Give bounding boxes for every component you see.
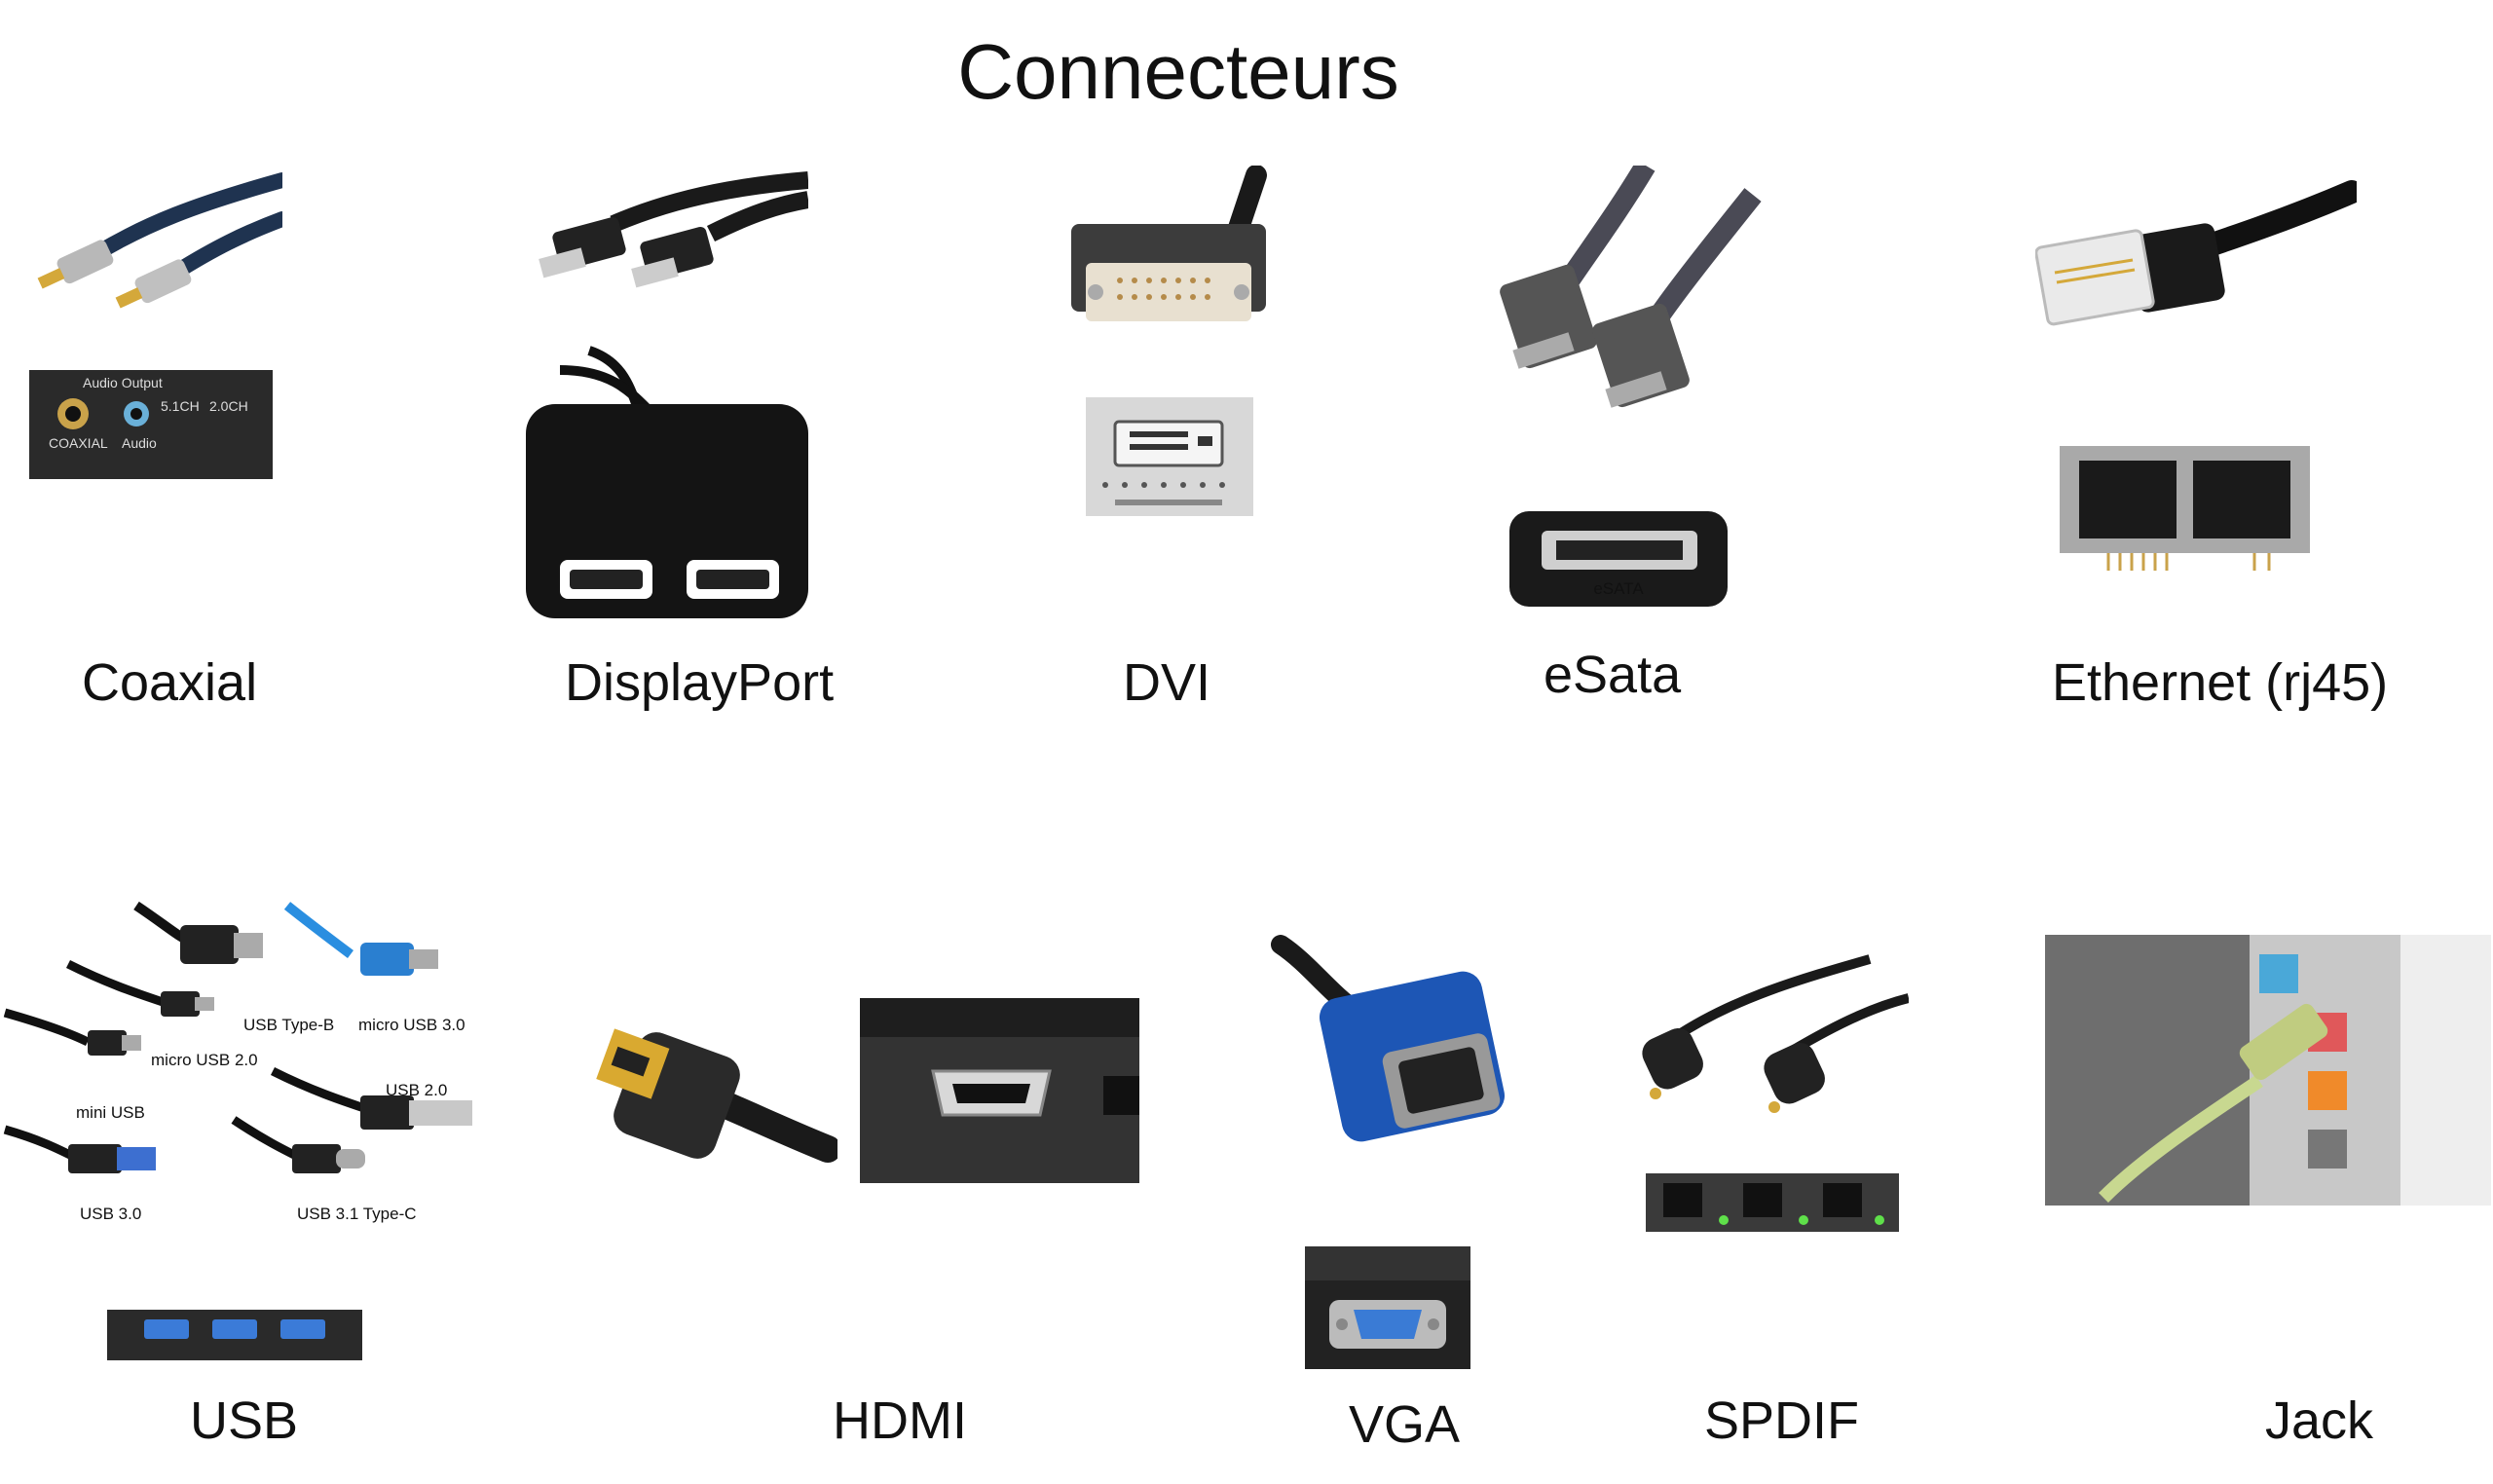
label-esata: eSata bbox=[1544, 646, 1682, 704]
spdif-port-image bbox=[1646, 1173, 1899, 1232]
ethernet-port-image bbox=[2060, 446, 2310, 573]
esata-port-image: eSATA bbox=[1507, 501, 1730, 609]
svg-text:USB 3.1 Type-C: USB 3.1 Type-C bbox=[297, 1205, 417, 1223]
dvi-cable-image bbox=[1061, 166, 1295, 360]
svg-text:COAXIAL: COAXIAL bbox=[49, 435, 108, 451]
hdmi-port-image bbox=[860, 998, 1139, 1183]
displayport-hub-image bbox=[521, 341, 813, 623]
svg-text:Audio: Audio bbox=[122, 435, 157, 451]
esata-port-text: eSATA bbox=[1593, 579, 1644, 598]
jack-image bbox=[2045, 935, 2491, 1206]
svg-text:USB Type-B: USB Type-B bbox=[243, 1016, 334, 1034]
dvi-port-image bbox=[1086, 397, 1253, 516]
label-displayport: DisplayPort bbox=[565, 653, 835, 712]
usb-cables-image: USB Type-B micro USB 3.0 micro USB 2.0 m… bbox=[0, 896, 487, 1237]
displayport-cable-image bbox=[536, 166, 808, 302]
esata-cable-image bbox=[1470, 166, 1763, 428]
audio-output-heading: Audio Output bbox=[83, 375, 163, 390]
svg-text:micro USB 3.0: micro USB 3.0 bbox=[358, 1016, 465, 1034]
vga-port-image bbox=[1305, 1246, 1470, 1369]
spdif-cable-image bbox=[1636, 949, 1909, 1125]
label-vga: VGA bbox=[1349, 1395, 1461, 1454]
usb-hub-image bbox=[107, 1310, 362, 1360]
label-coaxial: Coaxial bbox=[82, 653, 258, 712]
svg-text:micro USB 2.0: micro USB 2.0 bbox=[151, 1051, 258, 1069]
label-jack: Jack bbox=[2265, 1391, 2374, 1450]
hdmi-cable-image bbox=[594, 1003, 837, 1178]
svg-text:mini USB: mini USB bbox=[76, 1103, 145, 1122]
svg-text:USB 2.0: USB 2.0 bbox=[386, 1081, 447, 1099]
vga-cable-image bbox=[1271, 935, 1514, 1169]
label-ethernet: Ethernet (rj45) bbox=[2052, 653, 2389, 712]
label-hdmi: HDMI bbox=[833, 1391, 967, 1450]
svg-text:2.0CH: 2.0CH bbox=[209, 398, 248, 414]
label-spdif: SPDIF bbox=[1704, 1391, 1860, 1450]
svg-text:USB 3.0: USB 3.0 bbox=[80, 1205, 141, 1223]
label-dvi: DVI bbox=[1123, 653, 1211, 712]
ethernet-cable-image bbox=[2035, 180, 2357, 336]
coaxial-port-panel: Audio Output 5.1CH 2.0CH COAXIAL Audio bbox=[29, 370, 273, 479]
page-title: Connecteurs bbox=[957, 28, 1399, 115]
svg-text:5.1CH: 5.1CH bbox=[161, 398, 200, 414]
coaxial-cable-image bbox=[29, 166, 282, 321]
label-usb: USB bbox=[190, 1391, 299, 1450]
